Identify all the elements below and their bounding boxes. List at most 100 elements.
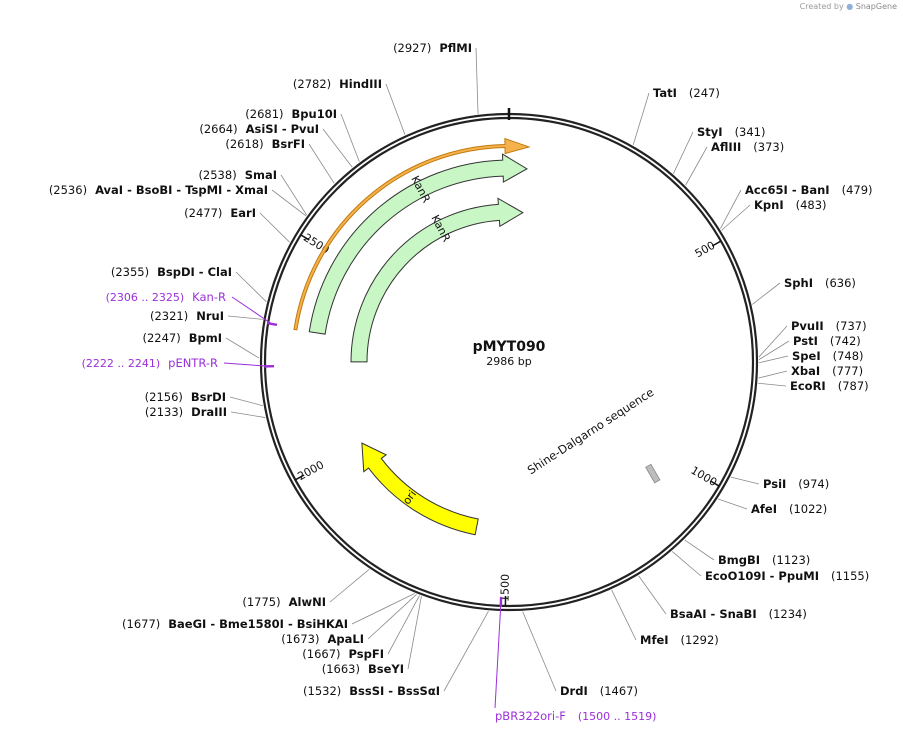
site-asisi: (2664) AsiSI - PvuI [199, 122, 319, 136]
site-leader-line [720, 189, 742, 229]
primer-range: (2222 .. 2241) [82, 357, 161, 370]
site-position: (2927) [393, 41, 431, 55]
snapgene-logo-icon: ● [846, 2, 854, 11]
site-label: (2133)DraIII [145, 405, 227, 419]
primer-range: (2306 .. 2325) [106, 291, 185, 304]
site-eari: (2477)EarI [184, 206, 256, 220]
site-position: (2355) [111, 265, 149, 279]
site-leader-line [684, 539, 715, 561]
feature-arrow-shape [308, 153, 528, 335]
site-position: (1532) [303, 684, 341, 698]
site-leader-line [351, 593, 415, 625]
tick-label: 1500 [498, 574, 511, 602]
site-leader-line [758, 340, 790, 360]
site-name: DrdI [560, 684, 588, 698]
tick-mark [294, 474, 305, 481]
feature-ori-arrow: ori [361, 442, 479, 536]
site-label: MfeI(1292) [640, 633, 719, 647]
site-label: (2681)Bpu10I [245, 107, 337, 121]
site-name: NruI [196, 309, 224, 323]
site-leader-line [758, 382, 787, 387]
plasmid-backbone [259, 108, 759, 612]
site-label: PsiI (974) [763, 477, 829, 491]
site-avai: (2536) AvaI - BsoBI - TspMI - XmaI [49, 183, 268, 197]
site-bspdi: (2355)BspDI - ClaI [111, 265, 232, 279]
tick-mark [300, 234, 310, 241]
site-position: (2782) [293, 77, 331, 91]
site-afliii: AflIII(373) [711, 140, 784, 154]
site-name: TatI [653, 86, 677, 100]
site-name: Bpu10I [292, 107, 337, 121]
site-acc65i: Acc65I - BanI(479) [745, 183, 873, 197]
site-position: (2664) [199, 122, 237, 136]
site-leader-line [340, 113, 360, 162]
site-leader-line [758, 325, 788, 358]
site-label: (1663)BseYI [322, 662, 404, 676]
site-afei: AfeI(1022) [751, 502, 827, 516]
primer-pbr322ori-f: pBR322ori-F(1500 .. 1519) [494, 596, 657, 723]
site-pflmi: (2927)PflMI [393, 41, 472, 55]
site-leader-line [235, 271, 267, 303]
site-xbai: XbaI(777) [791, 364, 863, 378]
site-name: AvaI - BsoBI - TspMI - XmaI [95, 183, 268, 197]
site-label: PvuII(737) [791, 319, 867, 333]
site-position: (742) [830, 334, 861, 348]
site-label: (1667)PspFI [302, 647, 384, 661]
site-name: PspFI [349, 647, 384, 661]
credit-brand: SnapGene [855, 2, 897, 11]
primer-leader-line [494, 601, 502, 709]
site-position: (2536) [49, 183, 87, 197]
site-label: KpnI(483) [754, 198, 827, 212]
site-position: (2156) [145, 390, 183, 404]
feature-arrow-shape [361, 442, 479, 536]
primer-leader-line [231, 296, 273, 325]
site-name: Acc65I - BanI [745, 183, 830, 197]
kanr-highlight-arrow [293, 137, 531, 331]
site-leader-line [758, 355, 789, 364]
site-draiii: (2133)DraIII [145, 405, 227, 419]
site-smai: (2538)SmaI [198, 168, 277, 182]
site-label: DrdI(1467) [560, 684, 638, 698]
site-ecoo109i: EcoO109I - PpuMI(1155) [705, 569, 869, 583]
site-label: (1532)BssSI - BssSαI [303, 684, 440, 698]
site-position: (787) [838, 379, 869, 393]
site-label: (2321)NruI [150, 309, 224, 323]
site-name: StyI [697, 125, 723, 139]
site-name: EarI [230, 206, 256, 220]
site-leader-line [685, 146, 708, 186]
site-name: MfeI [640, 633, 669, 647]
primer-name: Kan-R [192, 290, 226, 304]
site-position: (341) [735, 125, 766, 139]
site-bseyi: (1663)BseYI [322, 662, 404, 676]
site-leader-line [673, 131, 694, 174]
site-label: (2538)SmaI [198, 168, 277, 182]
site-name: SphI [784, 276, 813, 290]
site-label: (2156)BsrDI [145, 390, 226, 404]
site-leader-line [367, 593, 417, 640]
site-bsrfi: (2618)BsrFI [225, 137, 305, 151]
site-position: (2247) [142, 331, 180, 345]
site-name: HindIII [339, 77, 382, 91]
site-name: AfeI [751, 502, 777, 516]
site-leader-line [308, 143, 335, 184]
site-name: PsiI [763, 477, 786, 491]
site-alwni: (1775)AlwNI [242, 595, 326, 609]
site-label: StyI (341) [697, 125, 766, 139]
site-kpni: KpnI(483) [754, 198, 827, 212]
plasmid-name: pMYT090 [473, 339, 546, 355]
primer-pentr-r: (2222 .. 2241)pENTR-R [82, 356, 275, 370]
site-leader-line [638, 575, 667, 615]
site-label: (2247)BpmI [142, 331, 222, 345]
site-label: AflIII(373) [711, 140, 784, 154]
site-name: PvuII [791, 319, 824, 333]
primer-range: (1500 .. 1519) [578, 710, 657, 723]
site-label: (2536) AvaI - BsoBI - TspMI - XmaI [49, 183, 268, 197]
site-name: AsiSI - PvuI [246, 122, 319, 136]
site-position: (974) [798, 477, 829, 491]
tick-mark [711, 240, 722, 247]
site-name: AflIII [711, 140, 741, 154]
site-label: SpeI(748) [792, 349, 864, 363]
site-label: (2664) AsiSI - PvuI [199, 122, 319, 136]
